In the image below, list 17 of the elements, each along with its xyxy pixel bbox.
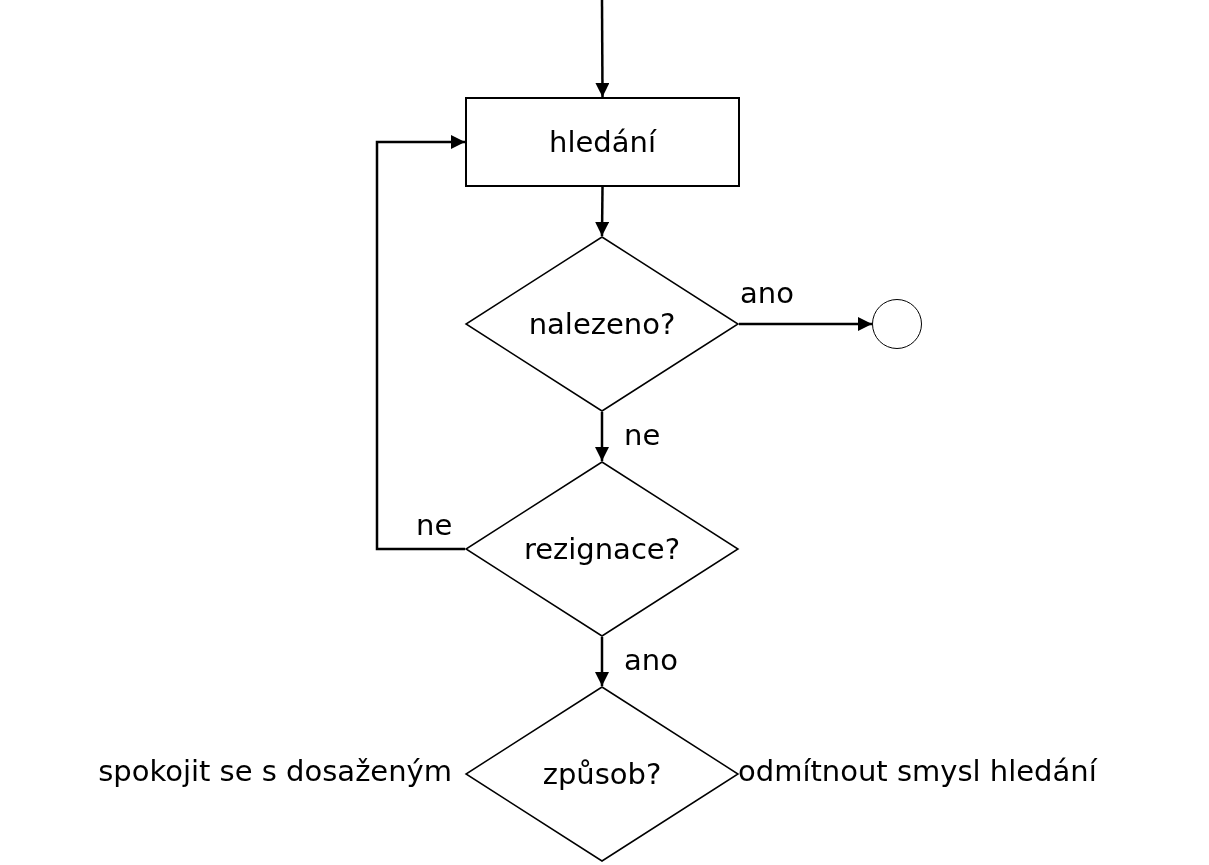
arrow [595, 637, 609, 686]
end-circle [872, 299, 922, 349]
arrow [595, 0, 610, 97]
node-label: rezignace? [523, 532, 681, 566]
arrow [595, 187, 610, 236]
decision-diamond [465, 686, 739, 862]
option-label: spokojit se s dosaženým [98, 756, 452, 788]
arrow [739, 317, 872, 331]
arrow [595, 412, 609, 461]
process-box [465, 97, 740, 187]
node-label: způsob? [542, 757, 662, 791]
decision-diamond [465, 461, 739, 637]
decision-diamond [465, 236, 739, 412]
option-label: odmítnout smysl hledání [738, 756, 1097, 788]
node-label: hledání [549, 125, 656, 159]
arrow [375, 135, 465, 551]
node-label: nalezeno? [528, 307, 676, 341]
